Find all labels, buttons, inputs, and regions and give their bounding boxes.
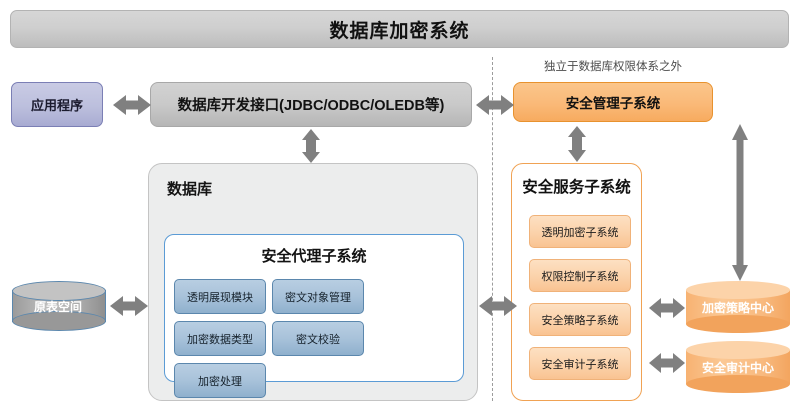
service-module-chip[interactable]: 安全审计子系统 — [529, 347, 631, 380]
security-agent-subsystem-box[interactable]: 安全代理子系统 透明展现模块 密文对象管理 加密数据类型 密文校验 加密处理 — [164, 234, 464, 398]
arrow-tablespace-to-database — [110, 296, 148, 316]
page-title: 数据库加密系统 — [329, 20, 470, 42]
arrow-api-to-security-management — [476, 95, 514, 115]
arrow-management-to-policy-center — [732, 124, 748, 281]
agent-module-chip[interactable]: 加密处理 — [174, 363, 266, 398]
encryption-policy-center-cylinder[interactable]: 加密策略中心 — [686, 281, 790, 333]
arrow-service-to-policy-center — [649, 298, 685, 318]
service-module-chip[interactable]: 透明加密子系统 — [529, 215, 631, 248]
service-module-list: 透明加密子系统 权限控制子系统 安全策略子系统 安全审计子系统 — [529, 215, 631, 380]
agent-module-chip[interactable]: 透明展现模块 — [174, 279, 266, 314]
agent-module-grid: 透明展现模块 密文对象管理 加密数据类型 密文校验 加密处理 — [174, 279, 458, 398]
cylinder-bottom — [686, 315, 790, 333]
service-module-label: 安全策略子系统 — [541, 314, 619, 327]
security-management-subsystem-box[interactable]: 安全管理子系统 — [513, 82, 713, 122]
arrow-security-management-to-service — [568, 126, 586, 162]
agent-module-chip[interactable]: 密文对象管理 — [272, 279, 364, 314]
tablespace-cylinder[interactable]: 原表空间 — [12, 281, 106, 331]
boundary-divider — [492, 57, 493, 401]
arrow-api-to-database — [302, 129, 320, 163]
cylinder-top — [12, 281, 106, 301]
agent-module-label: 加密处理 — [198, 375, 242, 388]
service-module-label: 权限控制子系统 — [541, 270, 619, 283]
security-management-subsystem-label: 安全管理子系统 — [565, 96, 661, 111]
cylinder-top — [686, 281, 790, 299]
cylinder-bottom — [12, 311, 106, 331]
security-audit-center-label: 安全审计中心 — [701, 360, 774, 375]
independence-note: 独立于数据库权限体系之外 — [544, 61, 682, 73]
service-module-chip[interactable]: 权限控制子系统 — [529, 259, 631, 292]
agent-module-chip[interactable]: 加密数据类型 — [174, 321, 266, 356]
service-module-chip[interactable]: 安全策略子系统 — [529, 303, 631, 336]
cylinder-bottom — [686, 375, 790, 393]
api-interface-label: 数据库开发接口(JDBC/ODBC/OLEDB等) — [177, 98, 445, 114]
api-interface-box[interactable]: 数据库开发接口(JDBC/ODBC/OLEDB等) — [150, 82, 472, 127]
cylinder-top — [686, 341, 790, 359]
arrow-service-to-audit-center — [649, 353, 685, 373]
agent-module-label: 密文校验 — [296, 333, 340, 346]
application-box[interactable]: 应用程序 — [11, 82, 103, 127]
agent-module-chip[interactable]: 密文校验 — [272, 321, 364, 356]
application-label: 应用程序 — [30, 98, 83, 113]
arrow-application-to-api — [113, 95, 151, 115]
agent-module-label: 加密数据类型 — [187, 333, 253, 346]
diagram-title-bar: 数据库加密系统 — [10, 10, 789, 48]
database-title: 数据库 — [167, 181, 213, 198]
service-module-label: 透明加密子系统 — [541, 226, 619, 239]
database-container: 数据库 安全代理子系统 透明展现模块 密文对象管理 加密数据类型 密文校验 加密… — [148, 163, 478, 401]
security-service-subsystem-box[interactable]: 安全服务子系统 透明加密子系统 权限控制子系统 安全策略子系统 安全审计子系统 — [511, 163, 642, 401]
security-audit-center-cylinder[interactable]: 安全审计中心 — [686, 341, 790, 393]
service-module-label: 安全审计子系统 — [541, 358, 619, 371]
agent-module-label: 密文对象管理 — [285, 291, 351, 304]
security-service-subsystem-title: 安全服务子系统 — [522, 179, 631, 196]
encryption-policy-center-label: 加密策略中心 — [701, 300, 774, 315]
agent-module-label: 透明展现模块 — [187, 291, 253, 304]
tablespace-label: 原表空间 — [33, 299, 82, 314]
security-agent-subsystem-title: 安全代理子系统 — [261, 248, 367, 265]
